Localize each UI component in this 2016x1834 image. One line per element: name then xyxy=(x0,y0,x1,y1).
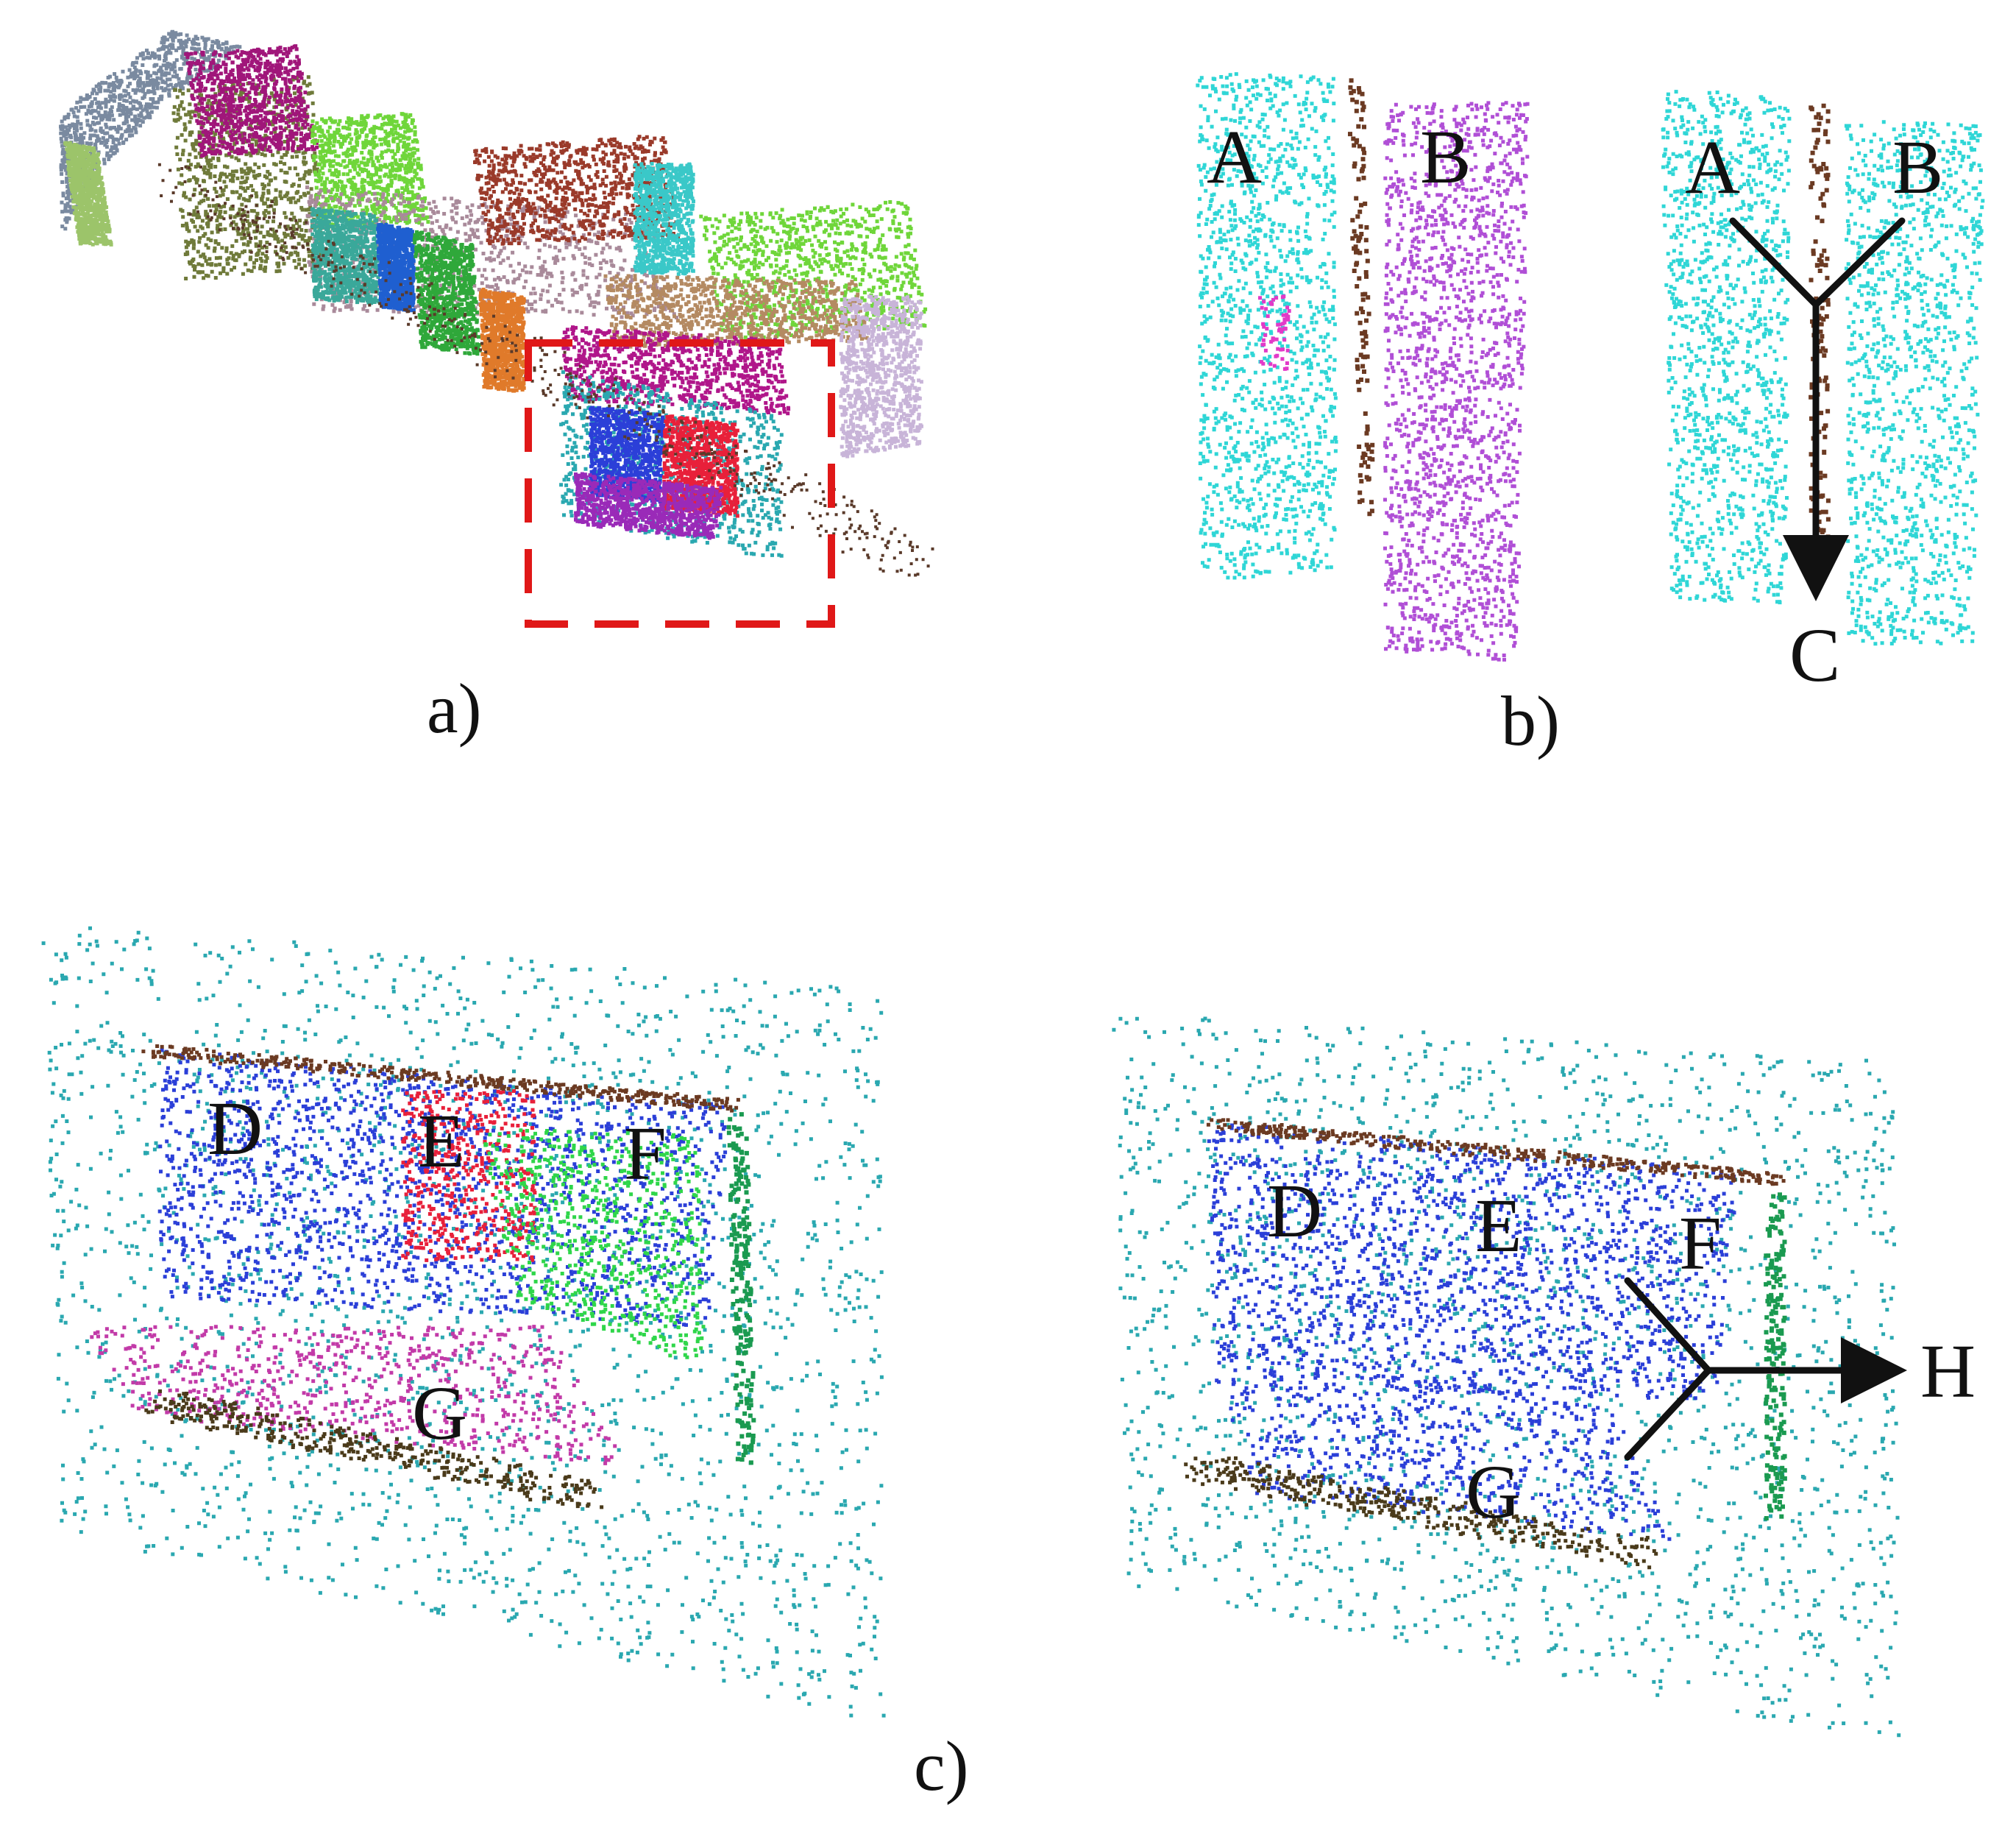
merge-arrow-b xyxy=(1729,217,1906,601)
panel-a-building-cloud xyxy=(59,29,934,577)
highlight-box xyxy=(525,339,835,628)
label-b-after: B xyxy=(1892,125,1943,210)
merge-arrow-c xyxy=(1624,1277,1907,1461)
label-c: C xyxy=(1789,613,1840,698)
label-f-after: F xyxy=(1679,1201,1722,1286)
caption-a: a) xyxy=(427,669,482,748)
label-e-after: E xyxy=(1475,1183,1522,1268)
panel-c-after-cloud xyxy=(1112,1016,1901,1738)
label-e-before: E xyxy=(418,1099,465,1183)
caption-b: b) xyxy=(1501,681,1560,760)
label-a-before: A xyxy=(1207,115,1262,199)
label-d-before: D xyxy=(207,1086,263,1171)
panel-b-before-cloud xyxy=(1196,72,1530,662)
label-b-before: B xyxy=(1420,115,1471,199)
label-a-after: A xyxy=(1685,125,1740,210)
label-f-before: F xyxy=(624,1111,667,1196)
label-d-after: D xyxy=(1267,1169,1322,1253)
panel-c-before-cloud xyxy=(41,926,886,1718)
caption-c: c) xyxy=(914,1727,969,1805)
panel-b-after-cloud xyxy=(1661,90,1985,646)
label-h: H xyxy=(1920,1329,1976,1414)
label-g-after: G xyxy=(1466,1450,1521,1534)
label-g-before: G xyxy=(412,1371,467,1456)
